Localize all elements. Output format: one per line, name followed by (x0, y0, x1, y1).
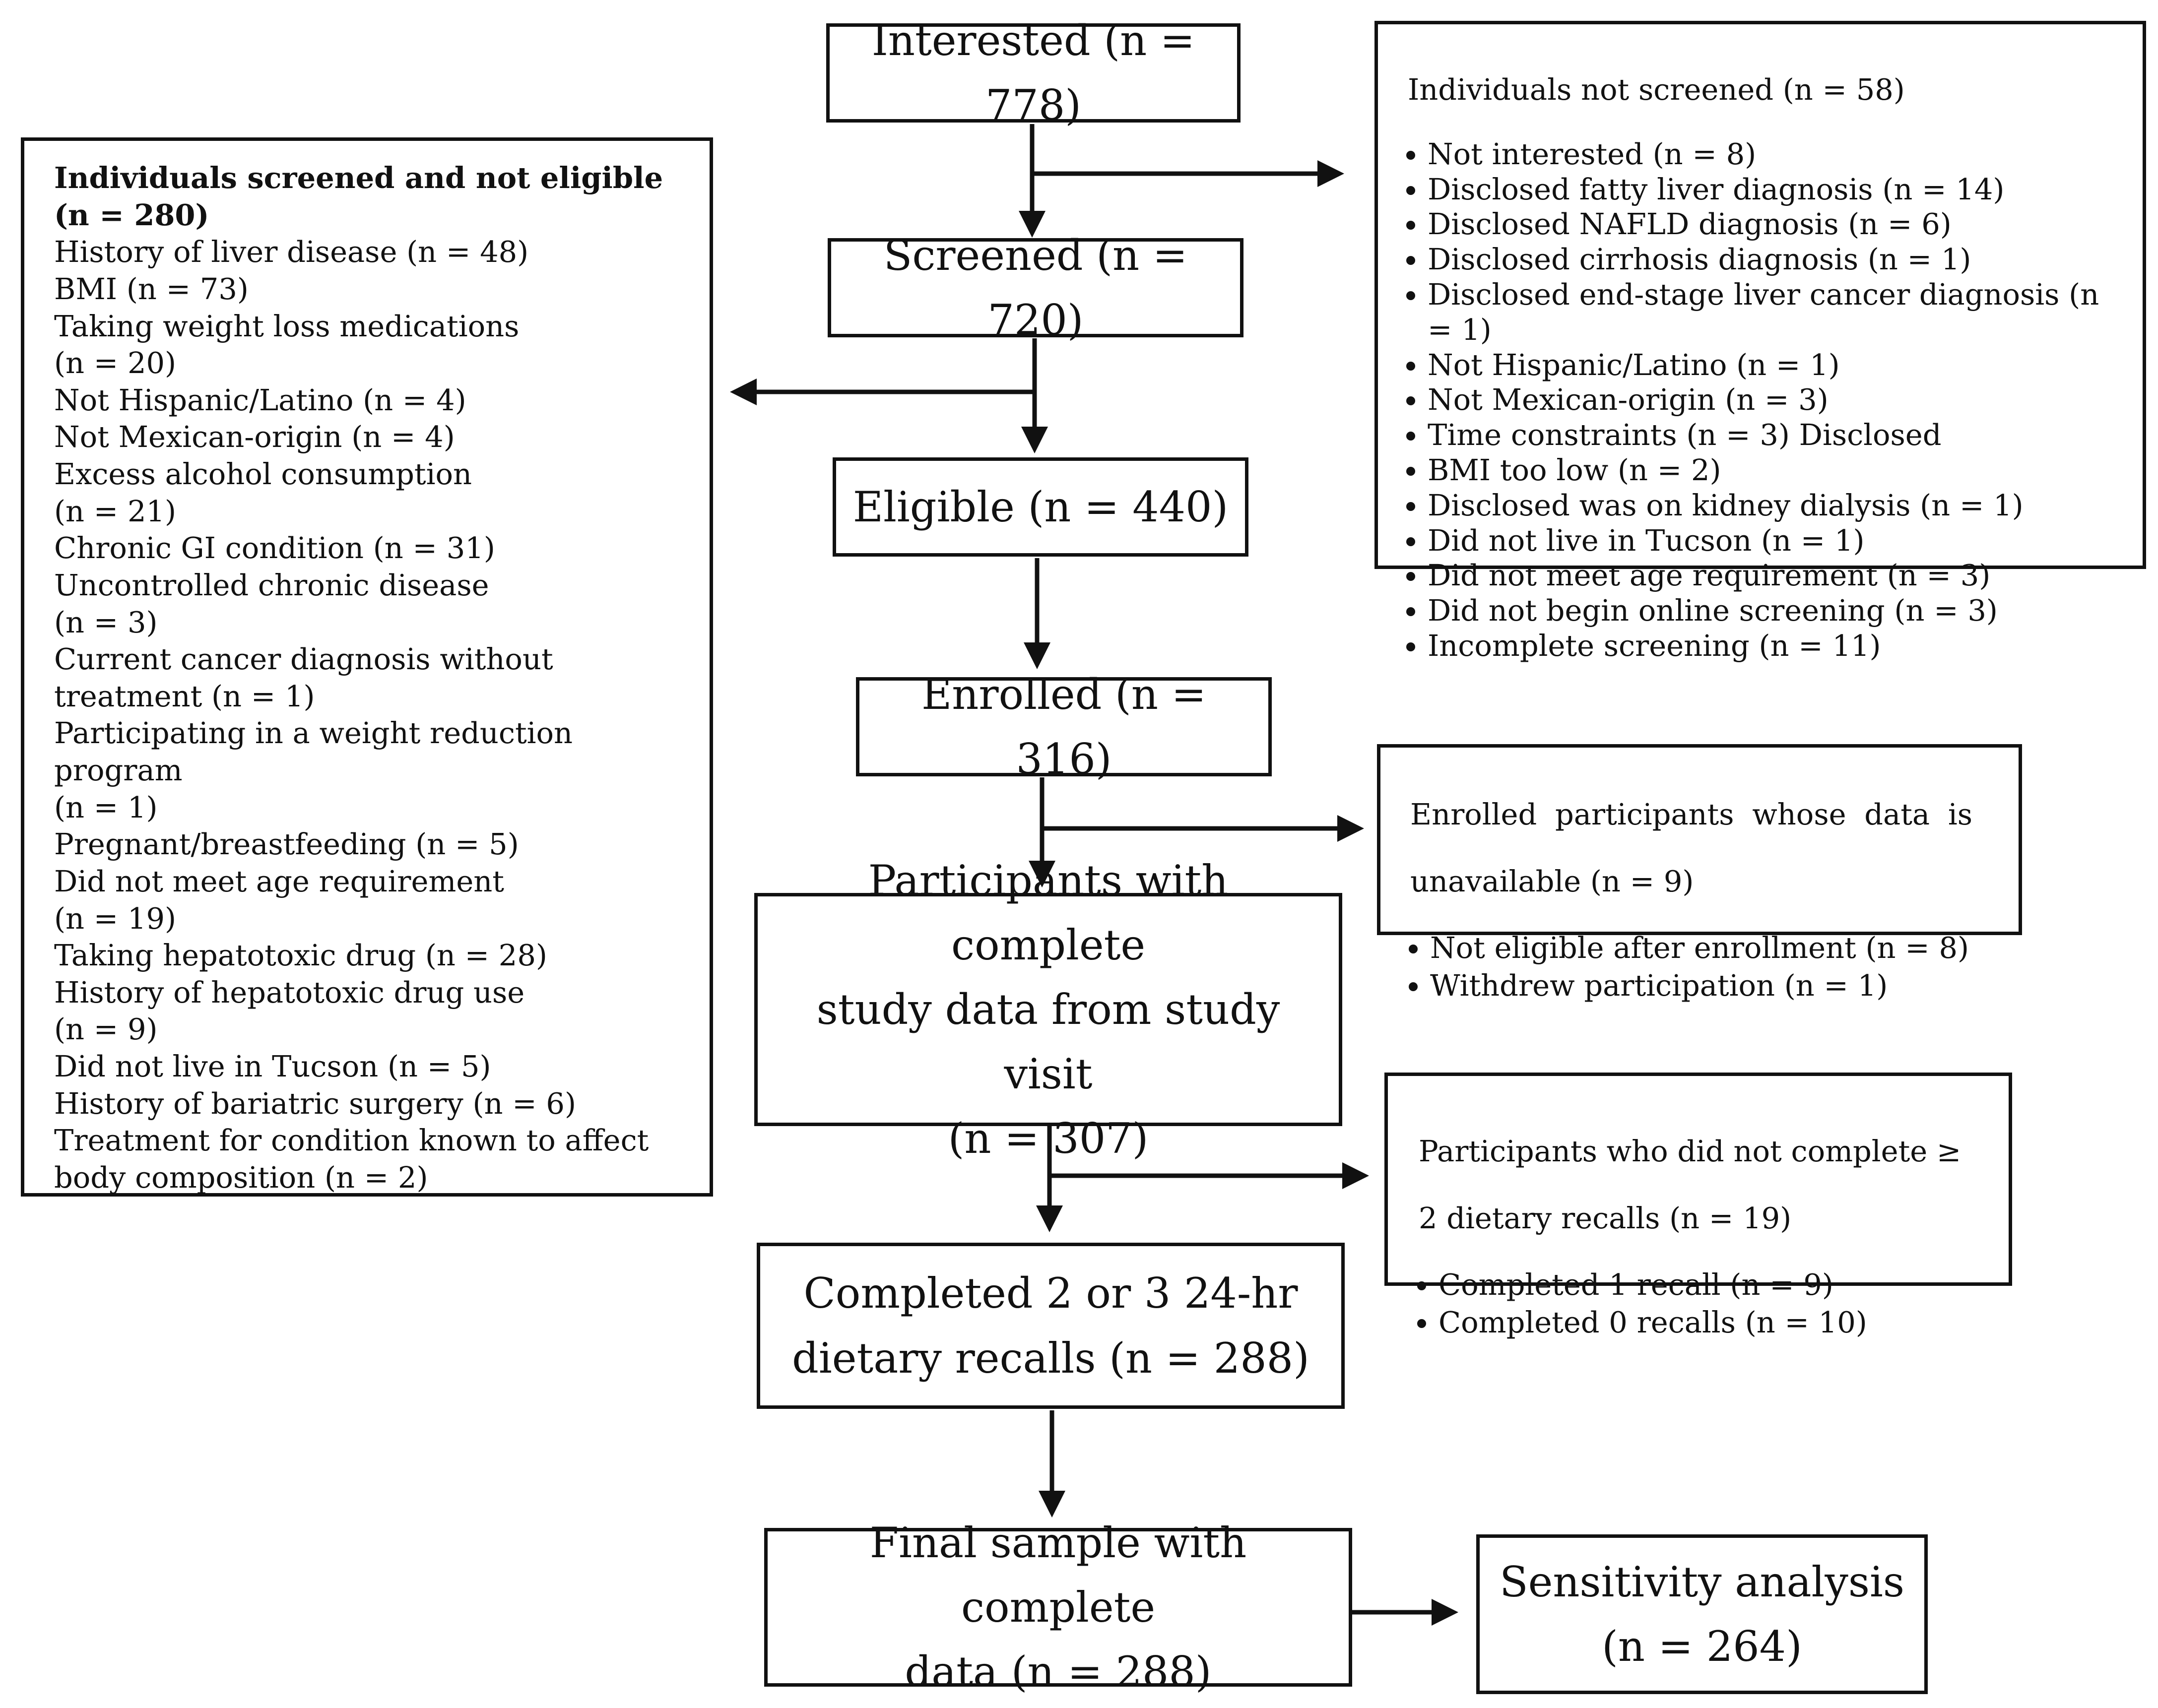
list-item: Disclosed was on kidney dialysis (n = 1) (1428, 488, 2113, 523)
list-item: Completed 0 recalls (n = 10) (1439, 1304, 1979, 1341)
list-item: Did not begin online screening (n = 3) (1428, 593, 2113, 629)
list-item: Chronic GI condition (n = 31) (54, 531, 495, 566)
sensitivity-label: Sensitivity analysis (n = 264) (1500, 1557, 1904, 1671)
not-screened-list: Not interested (n = 8) Disclosed fatty l… (1408, 137, 2113, 664)
list-item: Excess alcohol consumption (54, 457, 472, 491)
enrolled-box: Enrolled (n = 316) (856, 670, 1272, 783)
list-item: Not eligible after enrollment (n = 8) (1430, 929, 1989, 967)
screened-label: Screened (n = 720) (883, 231, 1188, 344)
list-item: Disclosed NAFLD diagnosis (n = 6) (1428, 207, 2113, 242)
enrolled-label: Enrolled (n = 316) (921, 670, 1206, 783)
not-eligible-box: Individuals screened and not eligible (n… (21, 137, 713, 1197)
list-item: Pregnant/breastfeeding (n = 5) (54, 827, 519, 862)
list-item: Not Hispanic/Latino (n = 1) (1428, 348, 2113, 383)
not-eligible-header-count: (n = 280) (54, 197, 209, 232)
list-item: BMI too low (n = 2) (1428, 453, 2113, 488)
unavailable-list: Not eligible after enrollment (n = 8) Wi… (1410, 929, 1989, 1004)
completed-recalls-label: Completed 2 or 3 24-hr dietary recalls (… (792, 1269, 1309, 1383)
final-sample-box: Final sample with complete data (n = 288… (764, 1518, 1352, 1696)
list-item: History of hepatotoxic drug use (54, 975, 525, 1010)
participants-complete-label: Participants with complete study data fr… (816, 856, 1280, 1163)
list-item: (n = 19) (54, 901, 177, 936)
list-item: (n = 1) (54, 790, 158, 824)
list-item: Disclosed end-stage liver cancer diagnos… (1428, 277, 2113, 348)
final-sample-label: Final sample with complete data (n = 288… (869, 1518, 1247, 1697)
list-item: (n = 21) (54, 494, 177, 528)
unavailable-header-line2: unavailable (n = 9) (1410, 864, 1694, 898)
list-item: Incomplete screening (n = 11) (1428, 629, 2113, 664)
eligible-label: Eligible (n = 440) (852, 482, 1229, 531)
screened-box: Screened (n = 720) (828, 231, 1243, 344)
unavailable-box: Enrolled participants whose data is unav… (1377, 744, 2022, 1003)
not-screened-header: Individuals not screened (n = 58) (1408, 72, 1905, 107)
list-item: Taking weight loss medications (54, 309, 520, 343)
not-screened-box: Individuals not screened (n = 58) Not in… (1374, 21, 2146, 663)
list-item: Time constraints (n = 3) Disclosed (1428, 418, 2113, 453)
list-item: History of liver disease (n = 48) (54, 235, 529, 269)
list-item: Not Mexican-origin (n = 4) (54, 420, 455, 454)
list-item: Uncontrolled chronic disease (54, 568, 489, 602)
list-item: Treatment for condition known to affect (54, 1123, 649, 1158)
list-item: (n = 9) (54, 1012, 158, 1047)
list-item: (n = 20) (54, 346, 177, 380)
list-item: Not Hispanic/Latino (n = 4) (54, 382, 466, 417)
list-item: History of bariatric surgery (n = 6) (54, 1086, 576, 1121)
participants-complete-box: Participants with complete study data fr… (754, 856, 1342, 1163)
completed-recalls-box: Completed 2 or 3 24-hr dietary recalls (… (757, 1243, 1345, 1409)
unavailable-header-line1: Enrolled participants whose data is (1410, 797, 1972, 831)
recalls-incomplete-header-line2: 2 dietary recalls (n = 19) (1419, 1201, 1792, 1235)
interested-box: Interested (n = 778) (826, 16, 1241, 129)
list-item: Did not meet age requirement (54, 864, 504, 898)
list-item: body composition (n = 2) (54, 1160, 428, 1195)
list-item: Did not live in Tucson (n = 1) (1428, 523, 2113, 559)
eligible-box: Eligible (n = 440) (833, 457, 1248, 557)
list-item: BMI (n = 73) (54, 271, 249, 306)
sensitivity-box: Sensitivity analysis (n = 264) (1476, 1534, 1928, 1694)
list-item: Completed 1 recall (n = 9) (1439, 1266, 1979, 1304)
list-item: Taking hepatotoxic drug (n = 28) (54, 938, 547, 973)
list-item: Disclosed cirrhosis diagnosis (n = 1) (1428, 242, 2113, 277)
recalls-incomplete-box: Participants who did not complete ≥ 2 di… (1384, 1073, 2012, 1339)
list-item: Not interested (n = 8) (1428, 137, 2113, 172)
list-item: Disclosed fatty liver diagnosis (n = 14) (1428, 172, 2113, 207)
recalls-incomplete-header-line1: Participants who did not complete ≥ (1419, 1134, 1962, 1168)
list-item: treatment (n = 1) (54, 679, 315, 713)
interested-label: Interested (n = 778) (871, 16, 1195, 129)
list-item: Did not meet age requirement (n = 3) (1428, 558, 2113, 593)
list-item: Did not live in Tucson (n = 5) (54, 1049, 491, 1083)
not-eligible-header: Individuals screened and not eligible (54, 161, 663, 195)
list-item: Current cancer diagnosis without (54, 642, 553, 677)
list-item: Participating in a weight reduction prog… (54, 716, 573, 787)
list-item: (n = 3) (54, 605, 158, 639)
list-item: Withdrew participation (n = 1) (1430, 967, 1989, 1005)
recalls-incomplete-list: Completed 1 recall (n = 9) Completed 0 r… (1419, 1266, 1979, 1341)
not-eligible-list: History of liver disease (n = 48) BMI (n… (54, 234, 680, 1196)
list-item: Not Mexican-origin (n = 3) (1428, 382, 2113, 418)
